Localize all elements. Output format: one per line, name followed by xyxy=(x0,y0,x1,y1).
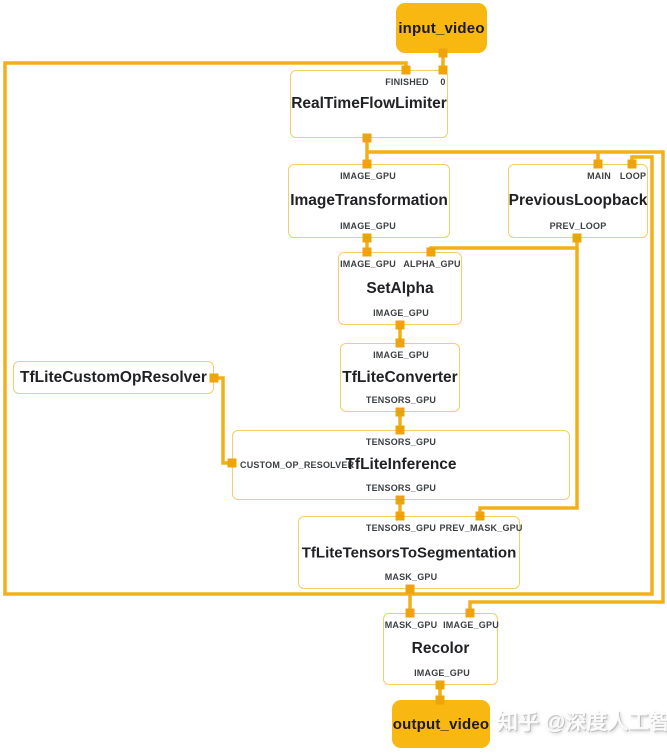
node-tflitecustomopresolver[interactable]: TfLiteCustomOpResolver xyxy=(13,361,214,394)
port-label-tensors-gpu-in: TENSORS_GPU xyxy=(365,523,437,533)
edge-prevloop-to-alpha xyxy=(429,236,579,252)
port-label-prev-mask-gpu-in: PREV_MASK_GPU xyxy=(439,523,523,533)
node-output-video[interactable]: output_video xyxy=(392,700,490,748)
port-label-mask-gpu-out: MASK_GPU xyxy=(384,572,438,582)
zhihu-watermark: 知乎 @深度人工智能学院 xyxy=(497,711,667,734)
edge-resolver-to-inference xyxy=(214,376,231,465)
port-label-tensors-gpu-in: TENSORS_GPU xyxy=(365,437,437,447)
node-realtimeflowlimiter[interactable]: FINISHED 0 RealTimeFlowLimiter xyxy=(290,70,448,138)
port-label-custom-op-resolver: CUSTOM_OP_RESOLVER xyxy=(240,460,355,470)
port-label-image-gpu-in: IMAGE_GPU xyxy=(340,171,396,181)
node-tfliteconverter[interactable]: IMAGE_GPU TfLiteConverter TENSORS_GPU xyxy=(340,343,460,412)
node-imagetransformation[interactable]: IMAGE_GPU ImageTransformation IMAGE_GPU xyxy=(288,164,450,238)
port-label-image-gpu-in: IMAGE_GPU xyxy=(373,350,429,360)
node-tflitetensorstosegmentation[interactable]: TENSORS_GPU PREV_MASK_GPU TfLiteTensorsT… xyxy=(298,516,523,589)
port-label-image-gpu-out: IMAGE_GPU xyxy=(414,668,470,678)
port-label-image-gpu-in: IMAGE_GPU xyxy=(340,259,396,269)
port-label-tensors-gpu-out: TENSORS_GPU xyxy=(365,483,437,493)
port-label-image-gpu-in: IMAGE_GPU xyxy=(443,620,499,630)
port-label-main: MAIN xyxy=(587,171,611,181)
node-title: Recolor xyxy=(411,640,470,657)
node-recolor[interactable]: MASK_GPU IMAGE_GPU Recolor IMAGE_GPU xyxy=(383,613,499,685)
node-title: ImageTransformation xyxy=(290,192,448,209)
node-input-video[interactable]: input_video xyxy=(396,3,487,53)
node-title: output_video xyxy=(392,715,490,733)
node-tfliteinference[interactable]: TENSORS_GPU CUSTOM_OP_RESOLVER TfLiteInf… xyxy=(232,430,570,500)
node-title: TfLiteTensorsToSegmentation xyxy=(301,544,517,561)
node-title: PreviousLoopback xyxy=(508,192,648,209)
node-setalpha[interactable]: IMAGE_GPU ALPHA_GPU SetAlpha IMAGE_GPU xyxy=(338,252,462,325)
port-label-tensors-gpu-out: TENSORS_GPU xyxy=(365,395,437,405)
node-title: RealTimeFlowLimiter xyxy=(291,95,447,112)
node-previousloopback[interactable]: MAIN LOOP PreviousLoopback PREV_LOOP xyxy=(508,164,648,238)
node-title: input_video xyxy=(398,19,485,37)
node-title: TfLiteInference xyxy=(345,456,457,473)
port-label-image-gpu-out: IMAGE_GPU xyxy=(373,308,429,318)
edge-mask-to-finished-feedback xyxy=(3,61,410,596)
port-label-zero: 0 xyxy=(440,77,446,87)
port-label-prev-loop: PREV_LOOP xyxy=(549,221,607,231)
port-label-image-gpu-out: IMAGE_GPU xyxy=(340,221,396,231)
node-title: TfLiteCustomOpResolver xyxy=(20,368,207,386)
node-title: SetAlpha xyxy=(366,279,434,297)
port-label-mask-gpu-in: MASK_GPU xyxy=(384,620,438,630)
port-label-finished: FINISHED xyxy=(385,77,429,87)
node-title: TfLiteConverter xyxy=(342,368,458,386)
port-label-loop: LOOP xyxy=(619,171,647,181)
port-label-alpha-gpu-in: ALPHA_GPU xyxy=(403,259,461,269)
